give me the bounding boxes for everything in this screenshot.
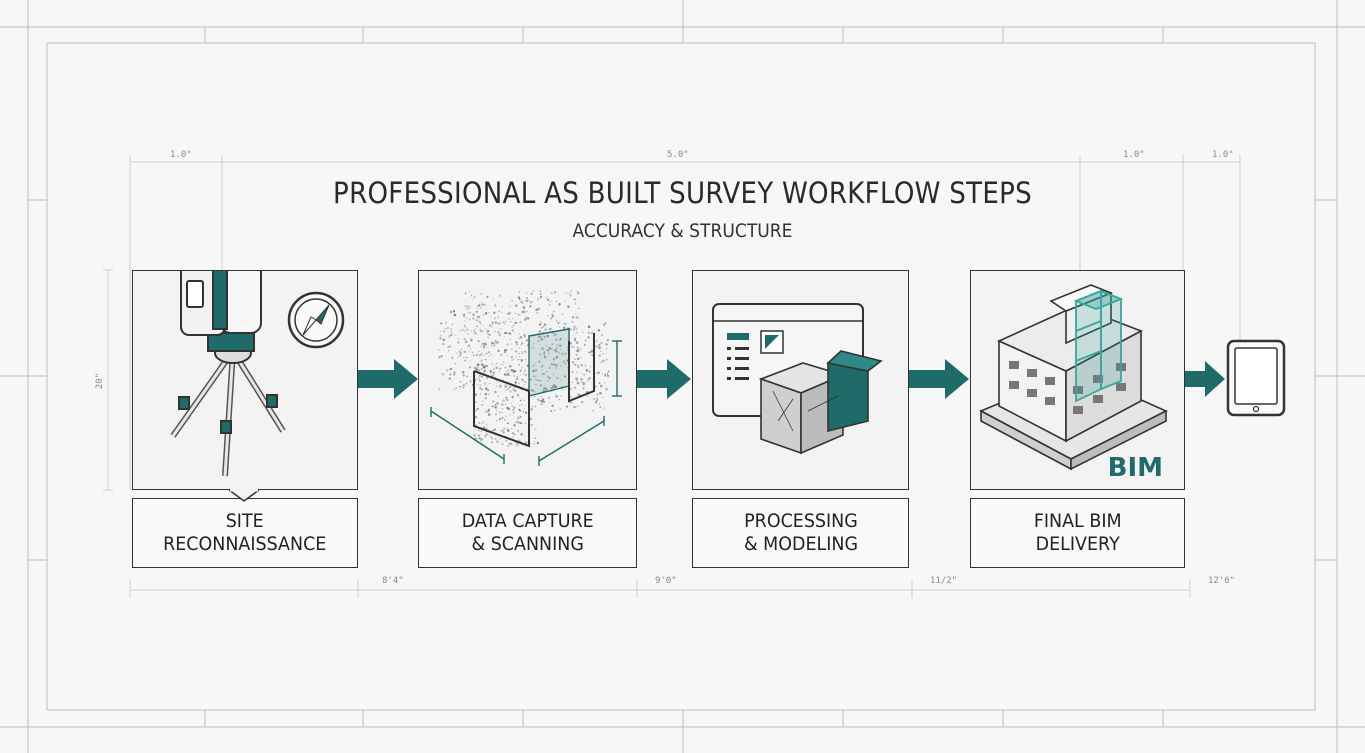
callout-notch <box>229 488 259 502</box>
flow-arrow-icon <box>909 359 969 399</box>
diagram-subtitle: ACCURACY & STRUCTURE <box>572 220 793 242</box>
software-model-icon <box>712 303 883 455</box>
diagram-title: PROFESSIONAL AS BUILT SURVEY WORKFLOW ST… <box>333 176 1032 210</box>
flow-arrow-icon <box>358 359 418 399</box>
flow-arrow-icon <box>1185 361 1225 397</box>
dimension-label: 1.0" <box>170 150 192 160</box>
step-4-label-box: FINAL BIM DELIVERY <box>970 498 1185 568</box>
step-2-label: DATA CAPTURE & SCANNING <box>461 510 594 555</box>
step-3-panel <box>692 270 909 490</box>
step-1-label: SITE RECONNAISSANCE <box>163 510 327 555</box>
dimension-label: 8'4" <box>382 576 404 586</box>
dimension-label: 20" <box>95 372 106 390</box>
step-4-panel: BIM <box>970 270 1185 490</box>
step-2-panel <box>418 270 637 490</box>
bim-badge: BIM <box>1108 453 1163 483</box>
point-cloud-icon <box>430 290 622 466</box>
dimension-label: 11/2" <box>930 576 958 586</box>
step-4-label: FINAL BIM DELIVERY <box>1033 510 1122 555</box>
dimension-label: 5.0" <box>667 150 689 160</box>
compass-icon <box>287 291 345 349</box>
dimension-label: 1.0" <box>1123 150 1145 160</box>
dimension-label: 9'0" <box>655 576 677 586</box>
bim-building-icon: BIM <box>979 284 1168 483</box>
dimension-label: 1.0" <box>1212 150 1234 160</box>
dimension-label: 12'6" <box>1208 576 1236 586</box>
tablet-icon <box>1226 339 1286 417</box>
step-1-panel <box>132 248 358 490</box>
step-3-label-box: PROCESSING & MODELING <box>692 498 909 568</box>
step-3-label: PROCESSING & MODELING <box>743 510 858 555</box>
step-2-label-box: DATA CAPTURE & SCANNING <box>418 498 637 568</box>
step-1-label-box: SITE RECONNAISSANCE <box>132 498 358 568</box>
flow-arrow-icon <box>637 359 691 399</box>
